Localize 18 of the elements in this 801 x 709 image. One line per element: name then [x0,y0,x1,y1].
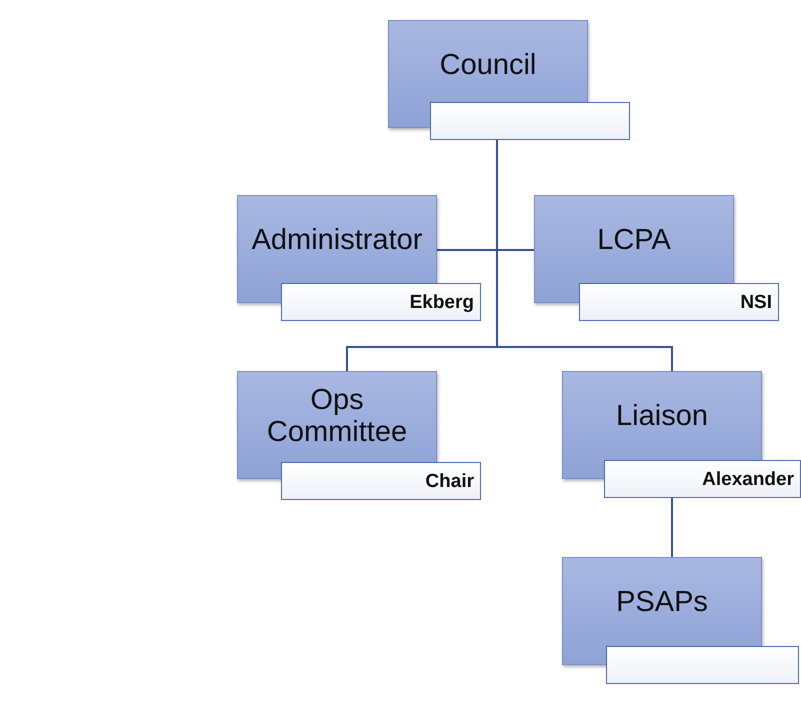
role-title: LCPA [597,224,671,256]
role-title: Council [440,49,536,81]
connector-line [496,140,673,371]
name-label: Alexander [604,460,801,498]
org-node [237,371,481,500]
role-title: PSAPs [616,586,708,618]
empty-name-tag [606,646,799,684]
org-node [237,195,481,321]
org-node [534,195,779,321]
role-title: Liaison [616,400,708,432]
name-label: Ekberg [281,283,481,321]
name-label: Chair [281,462,481,500]
connector-line [671,498,673,557]
name-label: NSI [579,283,779,321]
org-node [562,371,801,498]
role-title: Administrator [252,224,422,256]
role-title: Ops Committee [266,384,408,448]
empty-name-tag [430,102,630,140]
